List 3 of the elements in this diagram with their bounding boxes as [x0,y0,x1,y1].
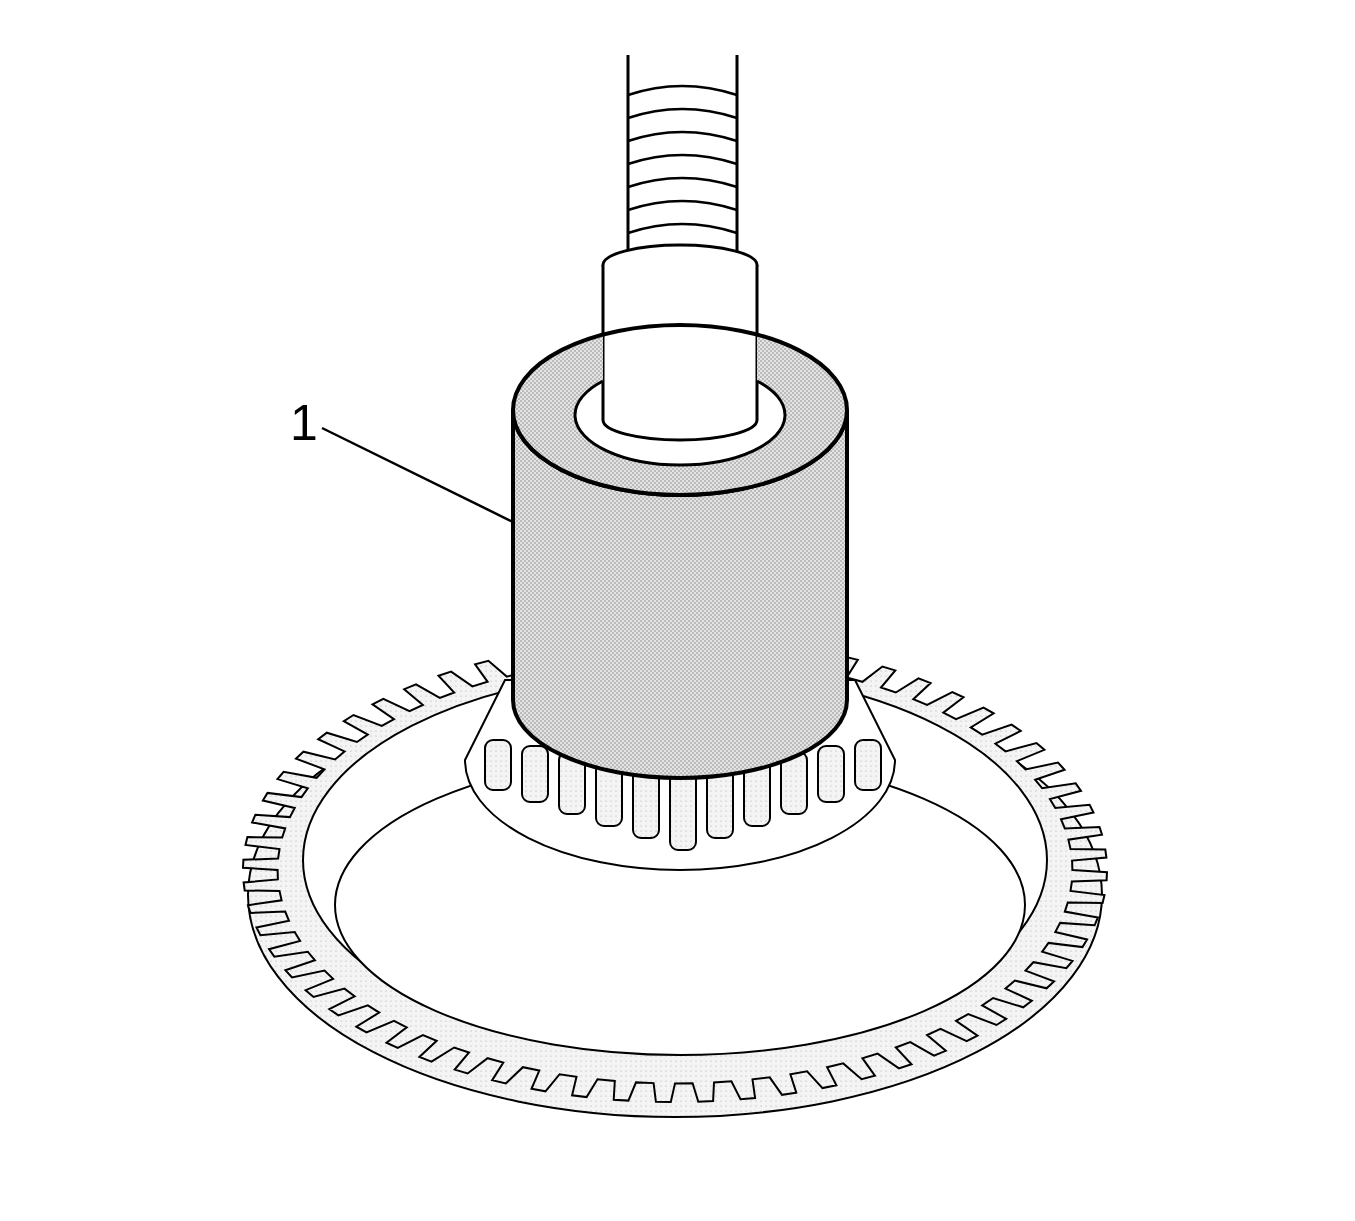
installer-sleeve-drawing [511,323,849,780]
leader-line [321,426,514,524]
callout-number: 1 [290,398,318,448]
